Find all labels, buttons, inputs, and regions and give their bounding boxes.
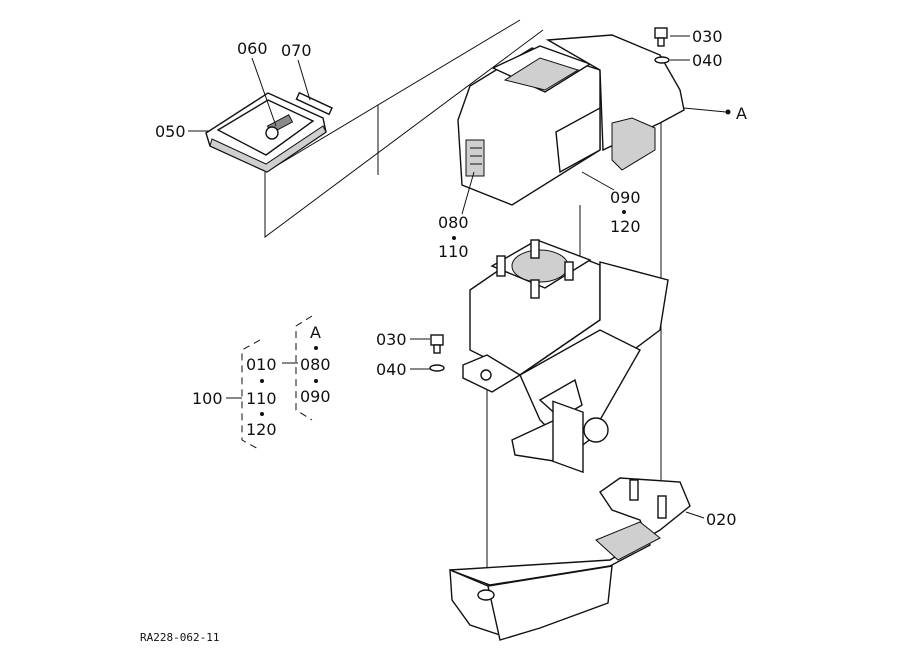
legend-group2-1: 090 [300,387,331,406]
callout-060: 060 [237,39,268,58]
legend-group2-0: 080 [300,355,331,374]
diagram-id: RA228-062-11 [140,631,219,644]
callout-050: 050 [155,122,186,141]
callout-030-top: 030 [692,27,723,46]
main-console-body [462,239,669,474]
latch-plate [295,91,333,116]
callout-080-a: 080 [438,213,469,232]
legend-group1-1: 110 [246,389,277,408]
callout-040-top: 040 [692,51,723,70]
legend-root: 100 [192,389,223,408]
bolt-icon [430,334,444,346]
callouts: 030 040 A 060 070 050 090 120 080 110 03… [155,27,747,529]
bolt-icon [654,27,668,39]
upper-console-cover [457,34,685,206]
fasteners [429,27,670,372]
bracket-plate [552,400,584,474]
callout-020: 020 [706,510,737,529]
callout-040-mid: 040 [376,360,407,379]
legend-group2-head: A [310,323,321,342]
composition-legend: 100 010 110 120 A 080 090 [192,315,331,451]
legend-group1-0: 010 [246,355,277,374]
callout-090-a: 090 [610,188,641,207]
lid-assembly [205,91,333,173]
callout-110-a: 110 [438,242,469,261]
callout-030-mid: 030 [376,330,407,349]
lower-cover [449,477,691,641]
callout-070: 070 [281,41,312,60]
callout-120-a: 120 [610,217,641,236]
callout-A-right: A [736,104,747,123]
legend-group1-2: 120 [246,420,277,439]
vent-grille [465,139,485,177]
washer-icon [654,56,670,64]
washer-icon [429,364,445,372]
